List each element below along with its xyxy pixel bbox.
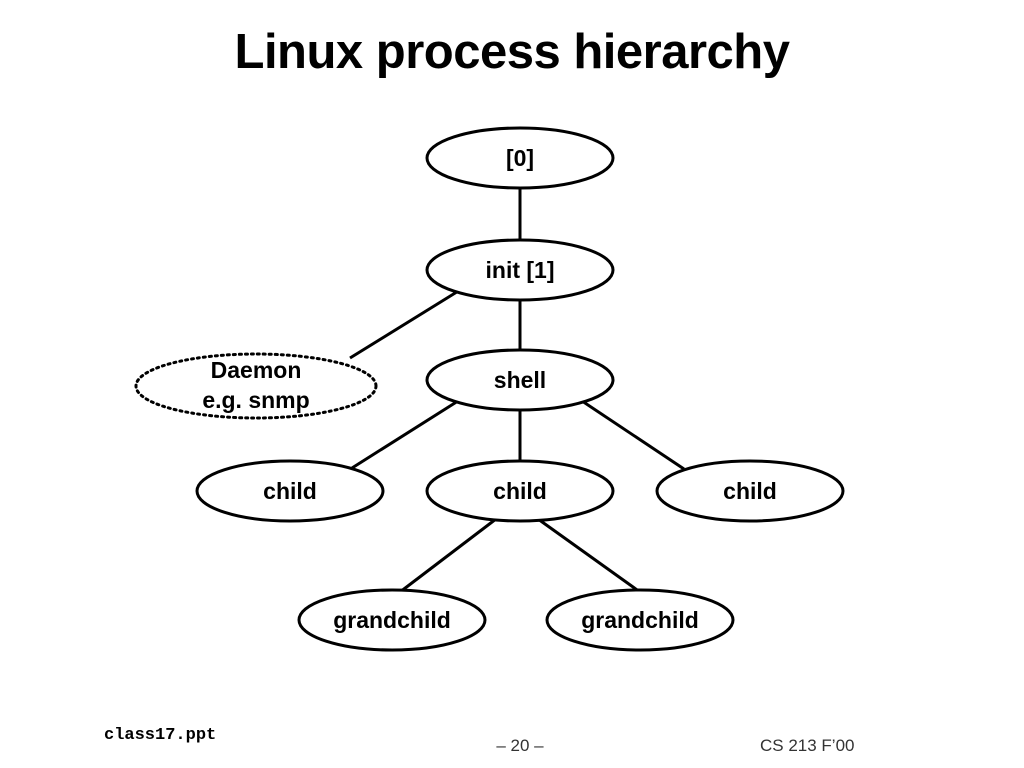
node-grandchild-left-label: grandchild [333,607,451,633]
node-shell-ellipse [425,348,615,412]
node-grandchild-right: grandchild [545,588,735,652]
edge-child-grandchild-right [537,517,641,594]
node-child-right-label: child [723,478,777,504]
slide-title: Linux process hierarchy [234,25,790,79]
node-shell-label: shell [494,367,546,393]
node-child-middle: child [425,459,615,523]
node-child-left: child [195,459,385,523]
node-daemon-label-line2: e.g. snmp [202,387,309,413]
node-child-left-ellipse [195,459,385,523]
node-daemon: Daemon e.g. snmp [134,352,378,420]
node-child-right-ellipse [655,459,845,523]
node-shell: shell [425,348,615,412]
edge-shell-child-right [581,399,685,471]
node-init-label: init [1] [486,257,555,283]
node-root-label: [0] [506,145,534,171]
node-child-left-label: child [263,478,317,504]
node-grandchild-right-ellipse [545,588,735,652]
edge-init-daemon [349,288,461,360]
node-daemon-label-line1: Daemon [211,357,302,383]
node-grandchild-left: grandchild [297,588,487,652]
node-init-ellipse [425,238,615,302]
footer-filename: class17.ppt [104,726,217,745]
node-root-ellipse [425,126,615,190]
node-grandchild-left-ellipse [297,588,487,652]
node-root: [0] [425,126,615,190]
footer-course: CS 213 F’00 [760,736,855,755]
footer-page-number: – 20 – [496,736,544,755]
node-child-right: child [655,459,845,523]
node-child-middle-label: child [493,478,547,504]
tree-edges [349,188,685,594]
node-init: init [1] [425,238,615,302]
node-child-middle-ellipse [425,459,615,523]
node-grandchild-right-label: grandchild [581,607,699,633]
edge-shell-child-left [351,399,459,470]
edge-child-grandchild-left [399,517,497,594]
node-daemon-ellipse [134,352,378,420]
